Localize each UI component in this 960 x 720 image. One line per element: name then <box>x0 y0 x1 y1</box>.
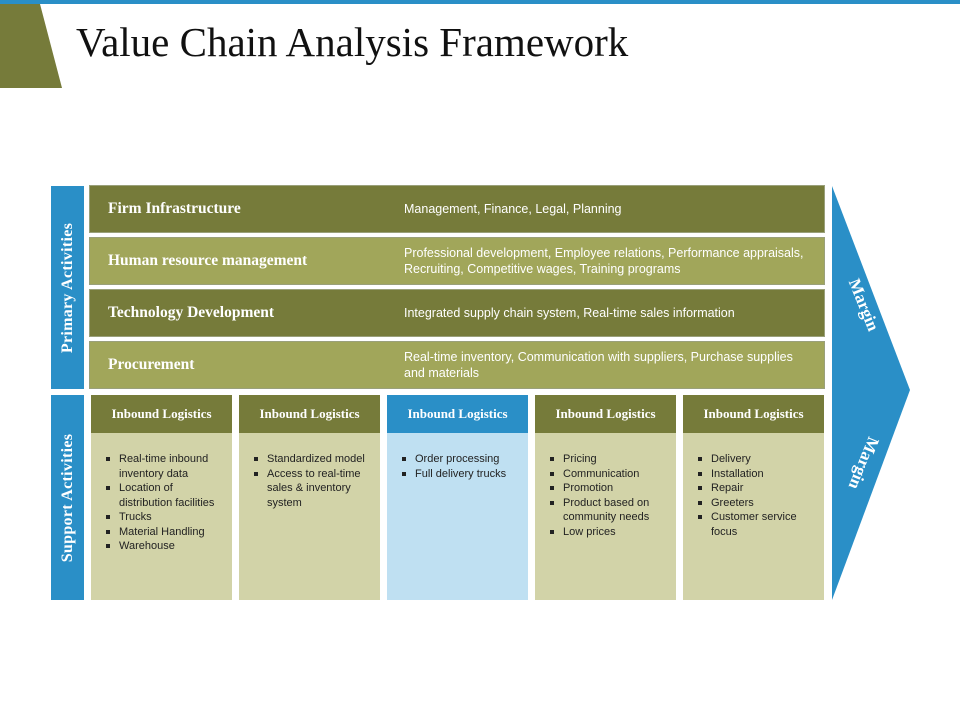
list-item: Low prices <box>549 525 668 540</box>
page-title: Value Chain Analysis Framework <box>76 19 629 65</box>
margin-arrow-shape <box>832 186 910 600</box>
support-activities-text: Support Activities <box>58 433 76 562</box>
bullet-list: Order processing Full delivery trucks <box>401 452 520 481</box>
row-name: Procurement <box>108 356 195 373</box>
list-item: Repair <box>697 481 816 496</box>
column-body: Real-time inbound inventory data Locatio… <box>91 433 232 600</box>
column-body: Order processing Full delivery trucks <box>387 433 528 600</box>
bullet-list: Real-time inbound inventory data Locatio… <box>105 452 224 554</box>
row-description: Management, Finance, Legal, Planning <box>404 202 622 216</box>
row-technology-development: Technology Development Integrated supply… <box>89 289 825 337</box>
row-name: Human resource management <box>108 252 308 269</box>
support-column-4: Inbound Logistics Pricing Communication … <box>535 395 676 600</box>
title-accent-tab <box>0 4 62 88</box>
list-item: Installation <box>697 467 816 482</box>
list-item: Trucks <box>105 510 224 525</box>
support-column-1: Inbound Logistics Real-time inbound inve… <box>91 395 232 600</box>
list-item: Full delivery trucks <box>401 467 520 482</box>
column-body: Delivery Installation Repair Greeters Cu… <box>683 433 824 600</box>
column-body: Standardized model Access to real-time s… <box>239 433 380 600</box>
row-name: Firm Infrastructure <box>108 200 241 217</box>
list-item: Real-time inbound inventory data <box>105 452 224 481</box>
support-column-3: Inbound Logistics Order processing Full … <box>387 395 528 600</box>
row-firm-infrastructure: Firm Infrastructure Management, Finance,… <box>89 185 825 233</box>
row-human-resource-management: Human resource management Professional d… <box>89 237 825 285</box>
list-item: Promotion <box>549 481 668 496</box>
row-name: Technology Development <box>108 304 275 321</box>
list-item: Standardized model <box>253 452 372 467</box>
support-column-5: Inbound Logistics Delivery Installation … <box>683 395 824 600</box>
list-item: Greeters <box>697 496 816 511</box>
row-description: Professional development, Employee relat… <box>404 246 804 276</box>
list-item: Material Handling <box>105 525 224 540</box>
bullet-list: Delivery Installation Repair Greeters Cu… <box>697 452 816 539</box>
margin-arrow <box>832 186 910 600</box>
column-title: Inbound Logistics <box>239 395 380 433</box>
top-accent-line <box>0 0 960 4</box>
list-item: Location of distribution facilities <box>105 481 224 510</box>
support-column-2: Inbound Logistics Standardized model Acc… <box>239 395 380 600</box>
primary-activities-label: Primary Activities <box>51 186 84 389</box>
list-item: Communication <box>549 467 668 482</box>
list-item: Pricing <box>549 452 668 467</box>
column-title: Inbound Logistics <box>535 395 676 433</box>
support-activities-label: Support Activities <box>51 395 84 600</box>
list-item: Delivery <box>697 452 816 467</box>
primary-activities-text: Primary Activities <box>58 222 76 353</box>
column-title: Inbound Logistics <box>387 395 528 433</box>
row-procurement: Procurement Real-time inventory, Communi… <box>89 341 825 389</box>
list-item: Order processing <box>401 452 520 467</box>
list-item: Product based on community needs <box>549 496 668 525</box>
bullet-list: Standardized model Access to real-time s… <box>253 452 372 510</box>
bullet-list: Pricing Communication Promotion Product … <box>549 452 668 539</box>
column-body: Pricing Communication Promotion Product … <box>535 433 676 600</box>
column-title: Inbound Logistics <box>683 395 824 433</box>
column-title: Inbound Logistics <box>91 395 232 433</box>
list-item: Warehouse <box>105 539 224 554</box>
list-item: Customer service focus <box>697 510 816 539</box>
list-item: Access to real-time sales & inventory sy… <box>253 467 372 511</box>
row-description: Real-time inventory, Communication with … <box>404 350 793 380</box>
row-description: Integrated supply chain system, Real-tim… <box>404 306 735 320</box>
